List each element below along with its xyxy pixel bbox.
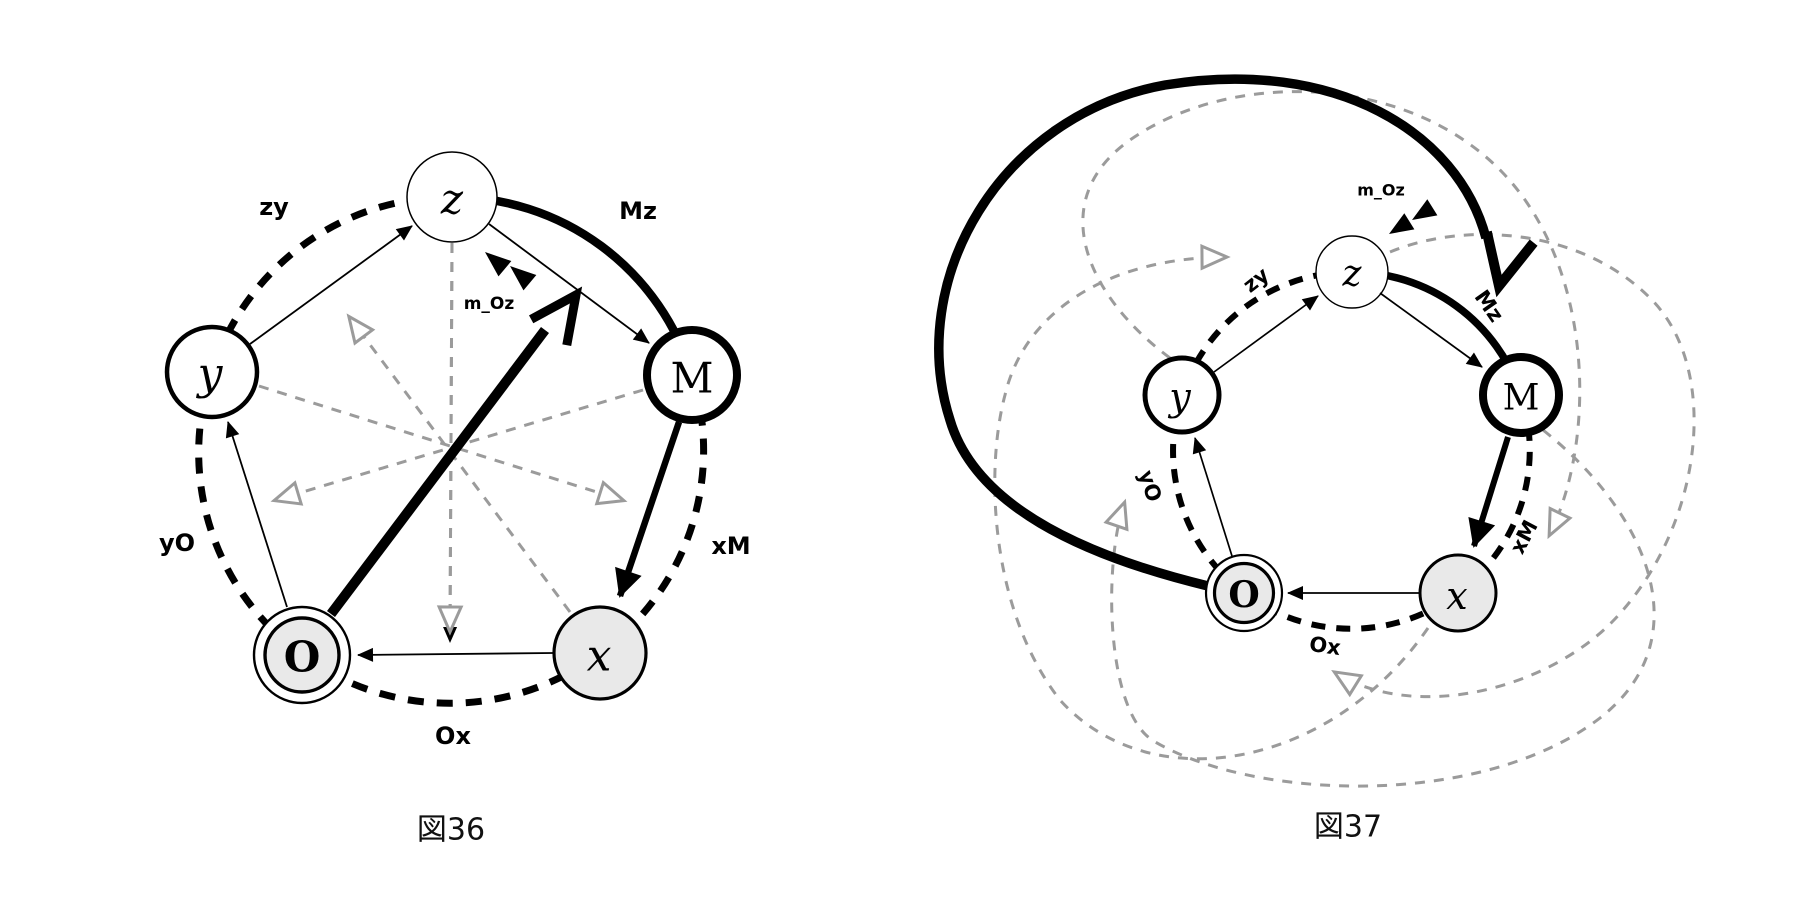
fig36-diagonal-y-to-xm-arc [258, 384, 628, 506]
fig36-arrow-z-to-m [488, 223, 650, 344]
fig36-edge-label-ox: Ox [435, 722, 471, 750]
fig37-loop-x-to-zy-arc [993, 243, 1430, 761]
fig36-node-o-label: O [284, 633, 321, 682]
fig36-node-x [552, 605, 648, 701]
fig36-edge-label-yo: yO [159, 529, 195, 557]
fig37-edge-label-m-oz: m_Oz [1357, 181, 1405, 200]
fig37-edge-label-ox: Ox [1308, 632, 1343, 660]
fig36-node-y [164, 324, 260, 420]
figure-37: z y M O x zy Mz yO xM Ox m_Oz 図37 [934, 74, 1696, 845]
fig37-arrow-z-to-m [1379, 292, 1483, 368]
fig37-node-o-label: O [1228, 574, 1259, 616]
fig37-labels: z y M O x zy Mz yO xM Ox m_Oz 図37 [1134, 181, 1543, 845]
fig36-node-m [643, 326, 741, 424]
fig37-loop-m-to-yo-arc [1103, 428, 1656, 788]
fig37-node-o-inner [1212, 561, 1276, 625]
fig36-gray-diagonals [258, 242, 644, 643]
fig36-arrow-y-to-z [249, 225, 413, 345]
fig37-arrow-y-to-z [1213, 295, 1319, 373]
fig36-big-open-arrowhead [529, 286, 583, 346]
fig36-arrow-x-to-o [357, 647, 554, 662]
fig37-node-m-label: M [1503, 378, 1540, 419]
fig37-edge-label-xm: xM [1505, 516, 1542, 558]
fig37-node-z [1315, 235, 1389, 309]
fig36-node-x-label: x [587, 631, 612, 682]
fig36-caption: 図36 [417, 813, 485, 848]
fig36-thick-arrow-m-to-x [615, 420, 683, 598]
fig37-node-y-label: y [1167, 375, 1191, 419]
fig37-edge-label-yo: yO [1134, 467, 1167, 504]
fig36-labels: z y M O x zy Mz yO xM Ox m_Oz 図36 [159, 175, 751, 848]
fig36-edge-label-m-oz: m_Oz [464, 294, 515, 314]
fig37-gray-loops [993, 90, 1696, 788]
fig37-thick-arrow-m-to-x [1468, 436, 1511, 548]
fig36-thin-arrows [225, 223, 650, 662]
fig36-node-z [406, 151, 498, 243]
fig37-arrow-o-to-y [1192, 437, 1233, 557]
fig37-double-arrowhead-1 [1389, 213, 1415, 234]
fig37-double-arrowhead-2 [1412, 199, 1438, 220]
fig37-caption: 図37 [1314, 810, 1382, 845]
fig36-node-y-label: y [196, 349, 224, 400]
fig37-node-m [1479, 353, 1563, 437]
fig36-edge-label-xm: xM [711, 532, 750, 560]
fig36-nodes [164, 151, 741, 705]
fig36-diagonal-x-to-zy-arc [346, 313, 572, 613]
fig37-double-arrowhead-m-oz [1389, 199, 1438, 234]
fig37-node-z-label: z [1342, 254, 1363, 295]
fig36-edge-label-zy: zy [259, 193, 289, 221]
figure-36: z y M O x zy Mz yO xM Ox m_Oz 図36 [159, 151, 751, 848]
fig36-double-arrowhead-2 [510, 266, 537, 291]
fig36-node-o-inner [263, 616, 341, 694]
fig37-node-x-label: x [1446, 574, 1467, 618]
fig37-loop-z-to-ox-arc [1331, 233, 1696, 699]
fig37-nodes [1142, 235, 1563, 633]
fig37-loop-y-to-xm-arc [1081, 90, 1582, 540]
fig36-arrow-o-to-y [225, 421, 288, 608]
fig37-big-open-arrowhead [1481, 230, 1538, 298]
fig36-edge-label-mz: Mz [619, 197, 657, 225]
fig37-node-y [1142, 355, 1222, 435]
fig36-node-z-label: z [440, 175, 464, 224]
fig36-diagonal-z-to-ox-arc-head [436, 242, 464, 636]
fig36-double-arrowhead-1 [485, 252, 512, 277]
fig37-thin-arrows [1192, 292, 1483, 600]
fig36-bold-diagonal-o-to-mz [327, 326, 549, 618]
fig37-bold-loop-o-to-mz [934, 74, 1491, 591]
fig36-double-arrowhead-m-oz [485, 252, 537, 291]
fig36-node-m-label: M [670, 354, 713, 403]
